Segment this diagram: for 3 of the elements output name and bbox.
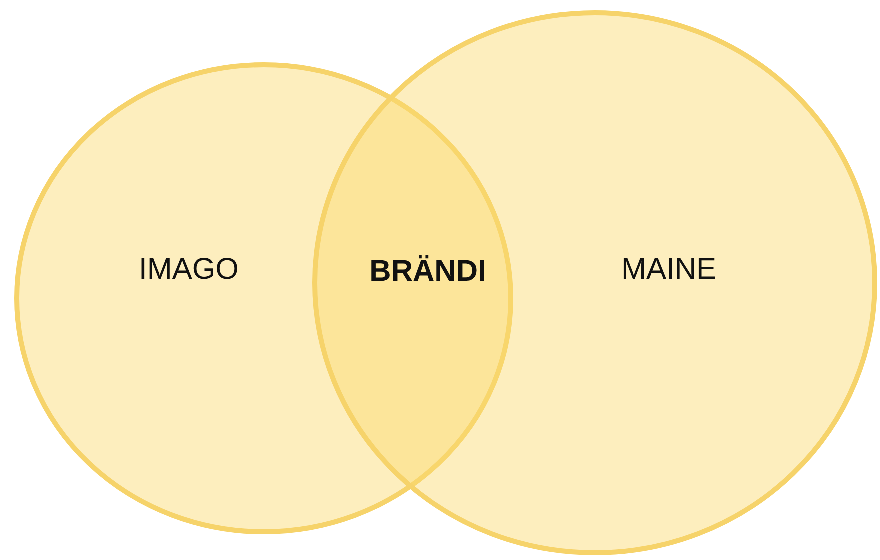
circle-label: IMAGO bbox=[139, 253, 239, 287]
circle-label: MAINE bbox=[622, 253, 716, 287]
overlap-label: BRÄNDI bbox=[370, 255, 486, 289]
